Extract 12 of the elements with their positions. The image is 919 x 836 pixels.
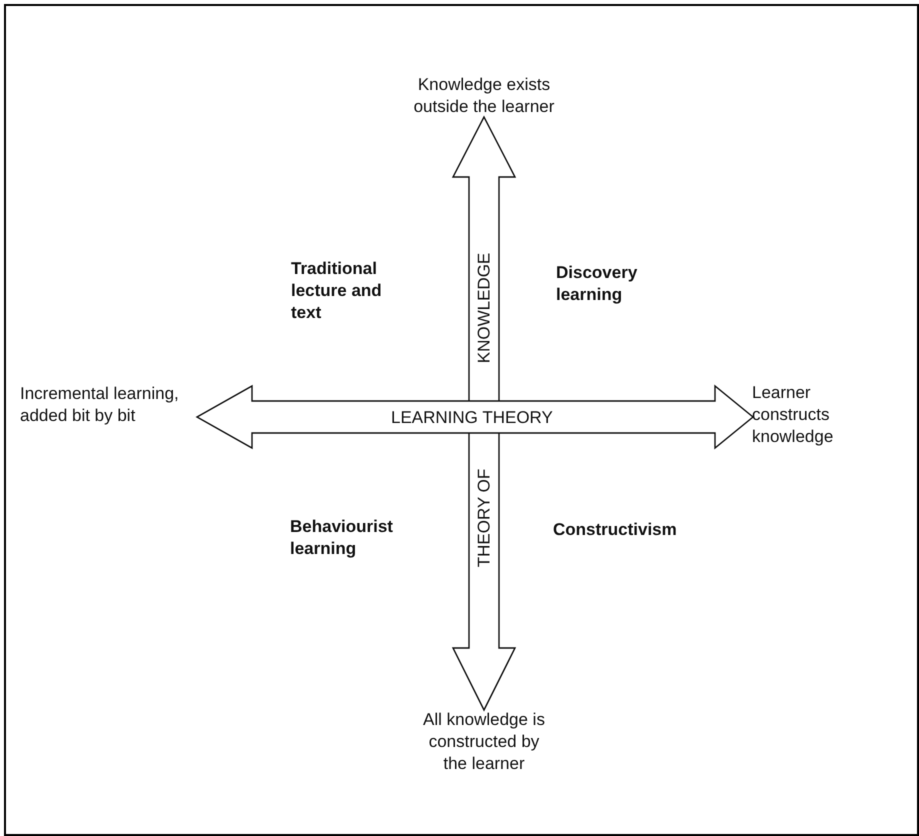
quadrant-label: Traditional lecture and text xyxy=(291,258,383,324)
axis-end-text: All knowledge is constructed by the learner xyxy=(419,709,549,775)
axis-end-text: Incremental learning, added bit by bit xyxy=(20,383,198,427)
axis-end-text: Knowledge exists outside the learner xyxy=(409,74,559,118)
double-headed-block-arrow xyxy=(196,384,754,450)
quadrant-label: Behaviourist learning xyxy=(290,516,394,560)
axis-end-text: Learner constructs knowledge xyxy=(752,382,852,448)
quadrant-label: Discovery learning xyxy=(556,262,638,306)
axis-label: LEARNING THEORY xyxy=(391,407,553,429)
axis-label: KNOWLEDGE xyxy=(472,252,494,364)
double-headed-block-arrow xyxy=(452,115,516,712)
axis-label: THEORY OF xyxy=(472,468,494,568)
